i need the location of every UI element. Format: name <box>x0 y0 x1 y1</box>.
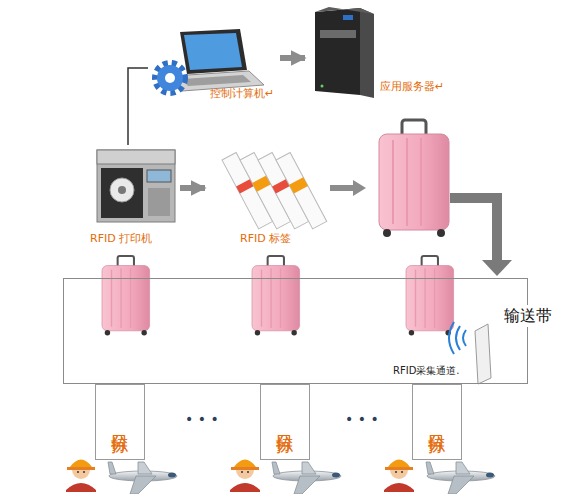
computer-node: 控制计算机↵ <box>148 22 280 106</box>
cable-line <box>128 68 148 145</box>
laptop-gear-icon <box>155 29 264 93</box>
node-caption: 控制计算机↵ <box>210 88 274 100</box>
flow-arrow <box>280 55 305 61</box>
ellipsis-mark: • • • <box>185 412 219 427</box>
sort-label: 分拣口 <box>112 421 129 424</box>
tag-node: RFID 标签 <box>205 145 310 250</box>
printer-node: RFID 打印机 <box>88 145 180 250</box>
rfid-tags-icon <box>222 152 327 228</box>
node-caption: 应用服务器↵ <box>380 81 444 93</box>
sort-label: 分拣口 <box>277 421 294 424</box>
sort-box: 分拣口 <box>412 384 462 460</box>
flow-arrow <box>180 185 205 191</box>
node-caption: RFID 打印机 <box>90 233 152 245</box>
workers-and-planes <box>66 460 495 494</box>
node-caption: 输送带 <box>501 305 555 327</box>
down-arrow <box>450 198 512 276</box>
printer-icon <box>97 150 175 222</box>
conveyor-suitcases <box>102 256 454 336</box>
node-caption: RFID 标签 <box>240 233 291 245</box>
server-icon <box>315 7 374 98</box>
sort-label: 分拣口 <box>429 421 446 424</box>
sort-box: 分拣口 <box>260 384 310 460</box>
arrow-to-suitcase <box>330 180 366 196</box>
suitcase-icon <box>379 120 449 237</box>
channel-label: RFID采集通道. <box>393 365 460 376</box>
ellipsis-mark: • • • <box>345 412 379 427</box>
sort-box: 分拣口 <box>95 384 145 460</box>
server-node: 应用服务器↵ <box>305 5 455 103</box>
